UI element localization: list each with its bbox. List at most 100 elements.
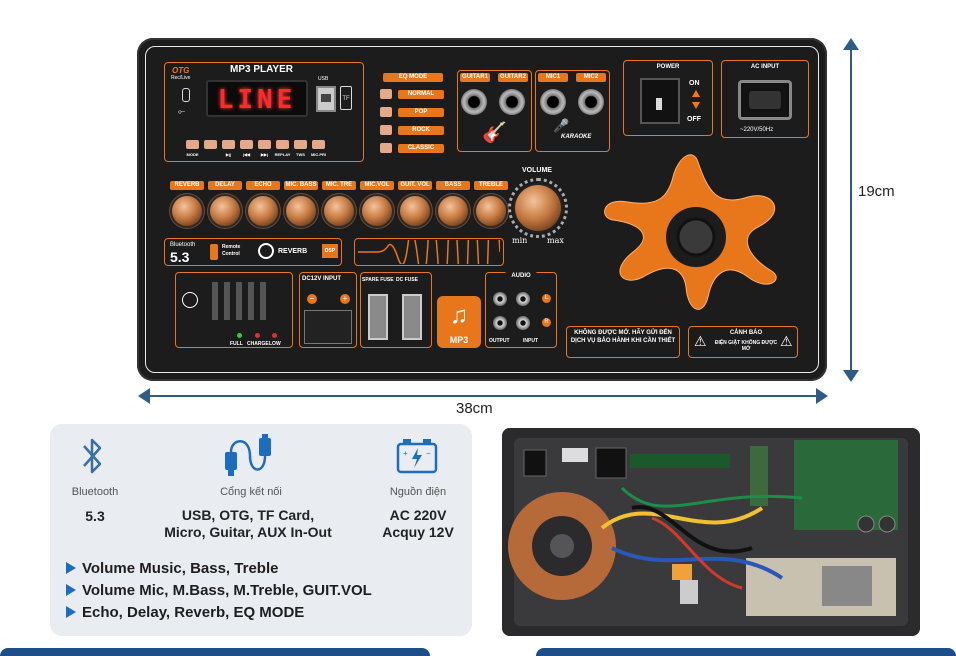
guitar-icon: 🎸 xyxy=(482,122,507,144)
mic1-jack[interactable] xyxy=(540,89,566,115)
no-phone-icon xyxy=(182,292,198,308)
rotary-knob[interactable] xyxy=(210,196,240,226)
feature-text: Volume Music, Bass, Treble xyxy=(82,560,279,577)
warning-box xyxy=(688,326,798,358)
waveform-box xyxy=(354,238,504,266)
power-info-value-1: AC 220V xyxy=(389,507,447,523)
mp3-control-label: REPLAY xyxy=(274,152,291,157)
rotary-knob[interactable] xyxy=(248,196,278,226)
dc-terminal[interactable] xyxy=(304,310,352,344)
arrow-right-icon xyxy=(816,388,828,404)
spare-fuse-label: SPARE FUSE xyxy=(362,277,394,283)
knob-label: TREBLE xyxy=(474,181,508,190)
input-label: INPUT xyxy=(523,338,538,344)
notice-box xyxy=(566,326,680,358)
connections-info-value-2: Micro, Guitar, AUX In-Out xyxy=(164,524,332,540)
rotary-knob[interactable] xyxy=(172,196,202,226)
remote-icon xyxy=(210,244,218,260)
rotary-knob[interactable] xyxy=(476,196,506,226)
feature-item: Volume Mic, M.Bass, M.Treble, GUIT.VOL xyxy=(66,582,372,599)
mp3-player-title: MP3 PLAYER xyxy=(230,64,293,75)
minus-icon: − xyxy=(307,294,317,304)
dc-fuse-holder[interactable] xyxy=(402,294,422,340)
mp3-control-button[interactable] xyxy=(204,140,217,149)
rotary-knob[interactable] xyxy=(400,196,430,226)
mp3-control-button[interactable] xyxy=(222,140,235,149)
dc-fuse-label: DC FUSE xyxy=(396,277,418,283)
mp3-control-button[interactable] xyxy=(276,140,289,149)
volume-title: VOLUME xyxy=(515,166,559,175)
mic2-jack[interactable] xyxy=(578,89,604,115)
mp3-control-button[interactable] xyxy=(294,140,307,149)
svg-text:−: − xyxy=(426,449,431,458)
panel-border-line xyxy=(145,46,819,373)
output-left-rca[interactable] xyxy=(493,292,507,306)
power-switch[interactable] xyxy=(640,78,680,124)
input-left-rca[interactable] xyxy=(516,292,530,306)
low-led xyxy=(272,333,277,338)
spare-fuse-holder[interactable] xyxy=(368,294,388,340)
exclamation-warning-icon: ⚠ xyxy=(780,333,793,349)
left-channel-icon: L xyxy=(542,294,551,303)
audio-io-box xyxy=(485,272,557,348)
arrow-down-icon xyxy=(843,370,859,382)
knob-label: DELAY xyxy=(208,181,242,190)
mp3-control-button[interactable] xyxy=(186,140,199,149)
guitar2-jack[interactable] xyxy=(499,89,525,115)
eq-mode-button[interactable] xyxy=(380,89,392,99)
arrow-up-icon xyxy=(692,90,700,97)
bluetooth-version: 5.3 xyxy=(170,249,190,265)
rotary-knob[interactable] xyxy=(324,196,354,226)
arrow-up-icon xyxy=(843,38,859,50)
eq-mode-button[interactable] xyxy=(380,107,392,117)
volume-max-label: max xyxy=(547,236,564,245)
back-panel-graphic xyxy=(502,428,920,636)
charge-label: CHARGE xyxy=(247,341,269,347)
fuse-box xyxy=(360,272,432,348)
eq-mode-button[interactable] xyxy=(380,125,392,135)
reverb-icon xyxy=(258,243,274,259)
guitar-input-box xyxy=(457,70,532,152)
bullet-triangle-icon xyxy=(66,606,76,619)
ac-input-box xyxy=(721,60,809,138)
bluetooth-info-label: Bluetooth xyxy=(71,486,119,498)
volume-scale xyxy=(508,178,568,238)
notice-text: KHÔNG ĐƯỢC MỞ. HÃY GỬI ĐẾN DỊCH VỤ BẢO H… xyxy=(570,330,676,344)
mp3-badge: ♫ MP3 xyxy=(437,296,481,348)
mp3-control-button[interactable] xyxy=(312,140,325,149)
input-right-rca[interactable] xyxy=(516,316,530,330)
guitar1-jack[interactable] xyxy=(461,89,487,115)
arrow-down-icon xyxy=(692,102,700,109)
audio-label: AUDIO xyxy=(505,272,537,281)
rotary-knob[interactable] xyxy=(438,196,468,226)
karaoke-label: KARAOKE xyxy=(561,134,592,140)
ac-input-title: AC INPUT xyxy=(750,64,780,70)
volume-knob[interactable] xyxy=(515,185,561,231)
mp3-control-button[interactable] xyxy=(258,140,271,149)
ac-socket[interactable] xyxy=(738,80,792,120)
svg-text:+: + xyxy=(403,449,408,458)
lightning-warning-icon: ⚠ xyxy=(694,333,707,349)
knob-label: MIC. BASS xyxy=(284,181,318,190)
volume-min-label: min xyxy=(512,236,528,245)
output-right-rca[interactable] xyxy=(493,316,507,330)
mp3-control-button[interactable] xyxy=(240,140,253,149)
usb-c-port xyxy=(182,88,190,102)
mp3-control-label: MIC.PRI xyxy=(310,152,327,157)
bullet-triangle-icon xyxy=(66,562,76,575)
low-label: LOW xyxy=(269,341,281,347)
rotary-knob[interactable] xyxy=(286,196,316,226)
full-label: FULL xyxy=(230,341,243,347)
remote-control-label: Remote Control xyxy=(222,244,241,257)
bluetooth-info-value: 5.3 xyxy=(85,508,105,524)
eq-mode-label: ROCK xyxy=(398,126,444,135)
rotary-knob[interactable] xyxy=(362,196,392,226)
bullet-triangle-icon xyxy=(66,584,76,597)
warning-text: ĐIỆN GIẬT KHÔNG ĐƯỢC MỞ xyxy=(714,340,778,352)
feature-item: Volume Music, Bass, Treble xyxy=(66,560,278,577)
display-text: LINE xyxy=(217,85,297,115)
power-info-label: Nguồn điện xyxy=(389,486,447,498)
eq-mode-button[interactable] xyxy=(380,143,392,153)
power-box xyxy=(623,60,713,136)
right-channel-icon: R xyxy=(542,318,551,327)
